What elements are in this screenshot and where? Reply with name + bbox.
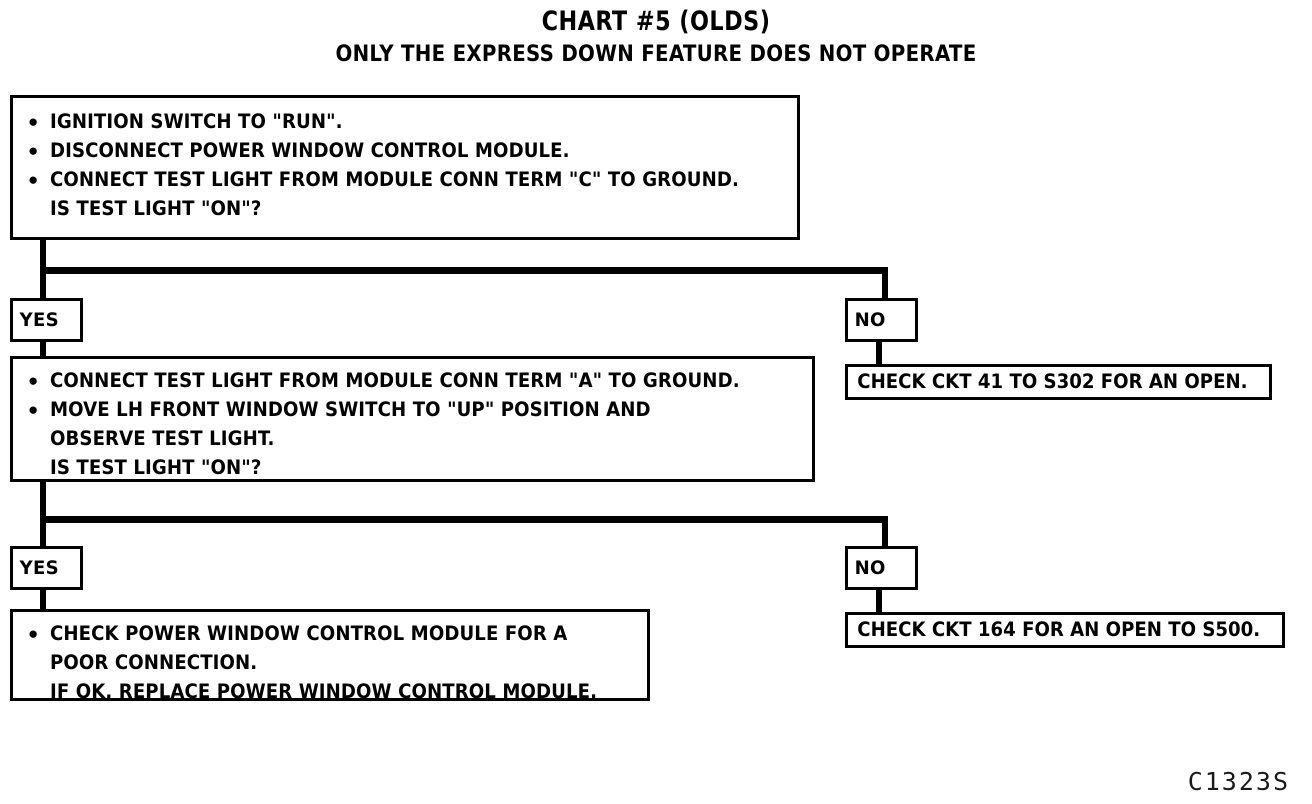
branch1-no-tag: NO	[845, 298, 918, 342]
branch2-yes-tag: YES	[10, 546, 83, 590]
bullet-icon: ●	[28, 141, 39, 160]
page-subtitle: ONLY THE EXPRESS DOWN FEATURE DOES NOT O…	[335, 42, 977, 67]
list-item-text: DISCONNECT POWER WINDOW CONTROL MODULE.	[50, 139, 570, 162]
list-item: ● DISCONNECT POWER WINDOW CONTROL MODULE…	[25, 138, 789, 164]
connector-v-branch2-yes	[40, 586, 46, 610]
list-item: ● IS TEST LIGHT "ON"?	[25, 455, 804, 481]
page-title: CHART #5 (OLDS)	[541, 6, 771, 37]
bullet-icon: ●	[28, 170, 39, 189]
second-test-box: ● CONNECT TEST LIGHT FROM MODULE CONN TE…	[10, 356, 815, 482]
list-item-text: CONNECT TEST LIGHT FROM MODULE CONN TERM…	[50, 369, 740, 392]
list-item: ● CONNECT TEST LIGHT FROM MODULE CONN TE…	[25, 167, 789, 193]
bullet-icon: ●	[28, 400, 39, 419]
figure-code: C1323S	[1187, 767, 1290, 796]
result-box-ckt164: CHECK CKT 164 FOR AN OPEN TO S500.	[845, 612, 1285, 648]
result-box-ckt41: CHECK CKT 41 TO S302 FOR AN OPEN.	[845, 364, 1272, 400]
bullet-icon: ●	[28, 112, 39, 131]
final-action-box: ● CHECK POWER WINDOW CONTROL MODULE FOR …	[10, 609, 650, 703]
branch1-no-label: NO	[854, 309, 886, 331]
connector-v-no2-to-result2	[876, 586, 882, 614]
connector-v-branch2-no	[882, 516, 888, 550]
result-box-ckt164-text: CHECK CKT 164 FOR AN OPEN TO S500.	[857, 618, 1261, 642]
list-item-text: IS TEST LIGHT "ON"?	[50, 197, 262, 220]
list-item: ● MOVE LH FRONT WINDOW SWITCH TO "UP" PO…	[25, 397, 804, 423]
connector-v-no1-to-result1	[876, 338, 882, 366]
list-item-text: OBSERVE TEST LIGHT.	[50, 427, 275, 450]
branch2-yes-label: YES	[19, 557, 59, 579]
branch1-yes-label: YES	[19, 309, 59, 331]
list-item: ● OBSERVE TEST LIGHT.	[25, 426, 804, 452]
list-item-text: IF OK, REPLACE POWER WINDOW CONTROL MODU…	[50, 680, 598, 703]
list-item: ● IS TEST LIGHT "ON"?	[25, 196, 789, 222]
branch2-no-tag: NO	[845, 546, 918, 590]
list-item-text: MOVE LH FRONT WINDOW SWITCH TO "UP" POSI…	[50, 398, 651, 421]
final-action-list: ● CHECK POWER WINDOW CONTROL MODULE FOR …	[13, 612, 647, 716]
list-item: ● CONNECT TEST LIGHT FROM MODULE CONN TE…	[25, 368, 804, 394]
list-item: ● CHECK POWER WINDOW CONTROL MODULE FOR …	[25, 621, 639, 647]
connector-v-branch1-yes	[40, 338, 46, 360]
initial-test-box: ● IGNITION SWITCH TO "RUN". ● DISCONNECT…	[10, 95, 800, 240]
connector-h-branch1	[40, 267, 888, 274]
list-item-text: POOR CONNECTION.	[50, 651, 258, 674]
branch2-no-label: NO	[854, 557, 886, 579]
list-item: ● IF OK, REPLACE POWER WINDOW CONTROL MO…	[25, 679, 639, 705]
branch1-yes-tag: YES	[10, 298, 83, 342]
list-item: ● POOR CONNECTION.	[25, 650, 639, 676]
list-item-text: CHECK POWER WINDOW CONTROL MODULE FOR A	[50, 622, 568, 645]
bullet-icon: ●	[28, 371, 39, 390]
list-item-text: CONNECT TEST LIGHT FROM MODULE CONN TERM…	[50, 168, 739, 191]
result-box-ckt41-text: CHECK CKT 41 TO S302 FOR AN OPEN.	[857, 370, 1248, 394]
connector-v-branch1-no	[882, 267, 888, 303]
initial-test-list: ● IGNITION SWITCH TO "RUN". ● DISCONNECT…	[13, 98, 797, 233]
second-test-list: ● CONNECT TEST LIGHT FROM MODULE CONN TE…	[13, 359, 812, 492]
list-item-text: IGNITION SWITCH TO "RUN".	[50, 110, 343, 133]
list-item: ● IGNITION SWITCH TO "RUN".	[25, 109, 789, 135]
bullet-icon: ●	[28, 624, 39, 643]
list-item-text: IS TEST LIGHT "ON"?	[50, 456, 262, 479]
connector-h-branch2	[40, 516, 888, 523]
